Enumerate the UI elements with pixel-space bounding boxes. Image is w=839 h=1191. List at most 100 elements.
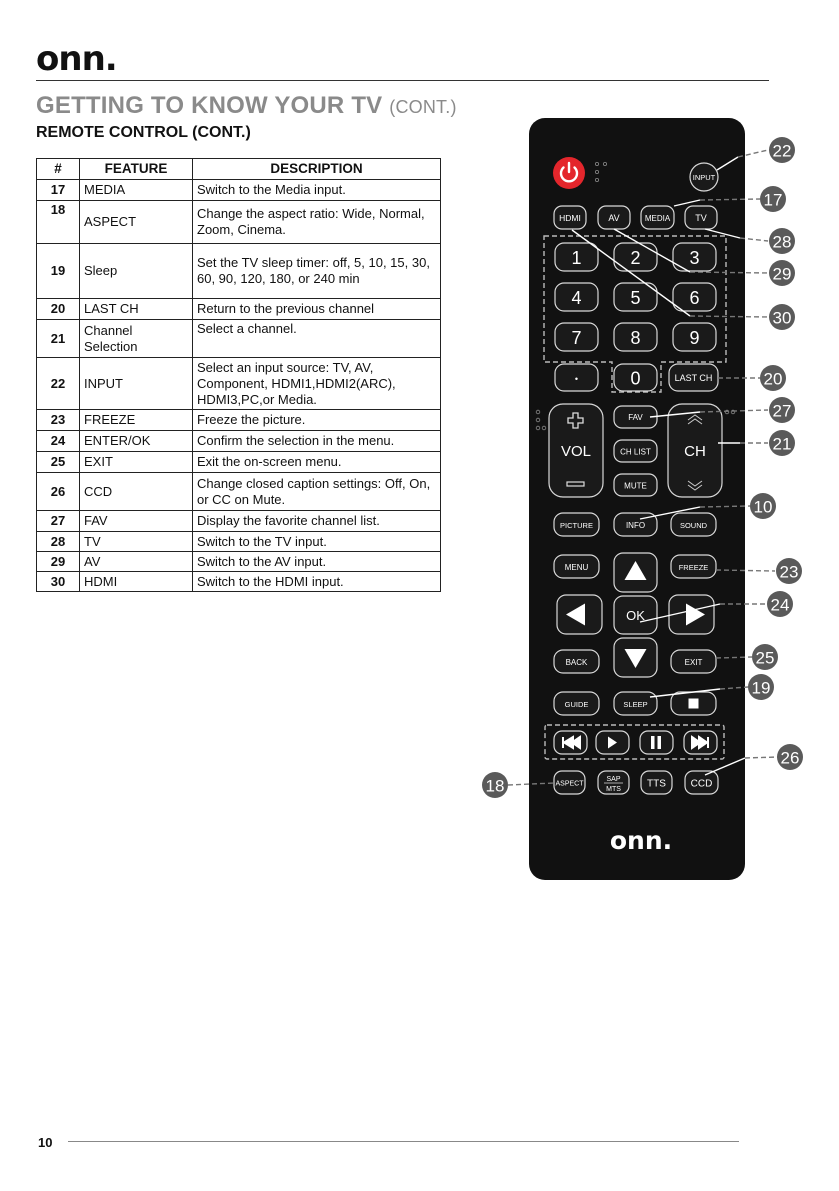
ch-up-icon bbox=[687, 414, 703, 425]
remote-logo: onn. bbox=[610, 826, 672, 855]
vol-down-icon bbox=[566, 481, 585, 487]
ch-label: CH bbox=[684, 443, 706, 460]
svg-text:10: 10 bbox=[754, 498, 773, 517]
row-description: Select an input source: TV, AV, Componen… bbox=[192, 357, 441, 410]
vol-side-dots bbox=[535, 409, 547, 431]
row-num: 22 bbox=[36, 357, 80, 410]
row-description: Set the TV sleep timer: off, 5, 10, 15, … bbox=[192, 243, 441, 299]
row-feature: ASPECT bbox=[79, 200, 193, 244]
info-label: INFO bbox=[626, 521, 645, 530]
picture-label: PICTURE bbox=[560, 521, 593, 530]
sleep-button[interactable] bbox=[613, 691, 658, 716]
digit-6-button[interactable] bbox=[672, 282, 717, 312]
digit-label: 5 bbox=[630, 288, 640, 308]
ch-list-button[interactable] bbox=[613, 439, 658, 463]
callout-25: 25 bbox=[752, 644, 778, 670]
info-button[interactable] bbox=[613, 512, 658, 537]
exit-button[interactable] bbox=[670, 649, 717, 674]
digit-label: 4 bbox=[571, 288, 581, 308]
next-icon bbox=[691, 735, 709, 750]
tv-label: TV bbox=[695, 213, 707, 223]
ch-down-icon bbox=[687, 480, 703, 491]
aspect-label: ASPECT bbox=[555, 781, 584, 788]
page-title-text: GETTING TO KNOW YOUR TV bbox=[36, 92, 383, 119]
row-feature: TV bbox=[79, 531, 193, 552]
row-num: 19 bbox=[36, 243, 80, 299]
last-ch-label: LAST CH bbox=[675, 373, 713, 383]
freeze-button[interactable] bbox=[670, 554, 717, 579]
row-description: Change the aspect ratio: Wide, Normal, Z… bbox=[192, 200, 441, 244]
digit-8-button[interactable] bbox=[613, 322, 658, 352]
digit-label: 6 bbox=[689, 288, 699, 308]
ok-button[interactable] bbox=[613, 595, 658, 635]
sap-label: SAP bbox=[606, 776, 620, 783]
digit-4-button[interactable] bbox=[554, 282, 599, 312]
row-num: 30 bbox=[36, 571, 80, 592]
digit-label: 8 bbox=[630, 328, 640, 348]
digit-1-button[interactable] bbox=[554, 242, 599, 272]
svg-text:25: 25 bbox=[756, 649, 775, 668]
pause-icon bbox=[651, 736, 661, 749]
callout-24: 24 bbox=[767, 591, 793, 617]
mute-button[interactable] bbox=[613, 473, 658, 497]
av-label: AV bbox=[608, 213, 619, 223]
menu-button[interactable] bbox=[553, 554, 600, 579]
back-button[interactable] bbox=[553, 649, 600, 674]
digit-keys: 1 2 3 4 5 6 7 8 9 • 0 LAST CH bbox=[554, 242, 719, 392]
svg-text:22: 22 bbox=[773, 142, 792, 161]
mute-label: MUTE bbox=[624, 482, 647, 491]
aspect-button[interactable] bbox=[553, 770, 586, 795]
callout-29: 29 bbox=[769, 260, 795, 286]
pause-button[interactable] bbox=[639, 730, 674, 755]
row-description: Switch to the AV input. bbox=[192, 551, 441, 572]
callout-10: 10 bbox=[750, 493, 776, 519]
sap-mts-button[interactable] bbox=[597, 770, 630, 795]
transport-outline bbox=[544, 724, 725, 760]
guide-label: GUIDE bbox=[565, 700, 589, 709]
remote-body bbox=[529, 118, 745, 880]
row-description: Confirm the selection in the menu. bbox=[192, 430, 441, 452]
hdmi-label: HDMI bbox=[559, 213, 581, 223]
ch-list-label: CH LIST bbox=[620, 448, 651, 457]
digit-3-button[interactable] bbox=[672, 242, 717, 272]
vol-label: VOL bbox=[561, 443, 591, 460]
svg-text:19: 19 bbox=[752, 679, 771, 698]
input-button[interactable] bbox=[689, 162, 719, 192]
svg-text:18: 18 bbox=[486, 777, 505, 796]
vol-up-icon bbox=[567, 412, 584, 429]
digit-9-button[interactable] bbox=[672, 322, 717, 352]
row-num: 20 bbox=[36, 298, 80, 320]
tts-button[interactable] bbox=[640, 770, 673, 795]
power-icon bbox=[559, 161, 579, 183]
dot-button[interactable] bbox=[554, 363, 599, 392]
media-button[interactable] bbox=[640, 205, 675, 230]
tv-button[interactable] bbox=[684, 205, 718, 230]
digit-5-button[interactable] bbox=[613, 282, 658, 312]
digit-0-button[interactable] bbox=[613, 363, 658, 392]
ccd-button[interactable] bbox=[684, 770, 719, 795]
vol-rocker[interactable] bbox=[548, 403, 604, 498]
sound-button[interactable] bbox=[670, 512, 717, 537]
media-label: MEDIA bbox=[645, 214, 671, 223]
input-label: INPUT bbox=[693, 173, 716, 182]
picture-button[interactable] bbox=[553, 512, 600, 537]
callout-23: 23 bbox=[776, 558, 802, 584]
sleep-label: SLEEP bbox=[623, 700, 647, 709]
digit-2-button[interactable] bbox=[613, 242, 658, 272]
col-header-description: DESCRIPTION bbox=[192, 158, 441, 180]
hdmi-button[interactable] bbox=[553, 205, 587, 230]
digit-label: 1 bbox=[571, 248, 581, 268]
ch-side-dots bbox=[724, 409, 736, 415]
ch-rocker[interactable] bbox=[667, 403, 723, 498]
row-feature: CCD bbox=[79, 472, 193, 511]
guide-button[interactable] bbox=[553, 691, 600, 716]
callout-22: 22 bbox=[769, 137, 795, 163]
digit-7-button[interactable] bbox=[554, 322, 599, 352]
ccd-label: CCD bbox=[691, 779, 713, 790]
page-title-suffix: (CONT.) bbox=[389, 97, 457, 117]
callout-27: 27 bbox=[769, 397, 795, 423]
digit-label: 2 bbox=[630, 248, 640, 268]
